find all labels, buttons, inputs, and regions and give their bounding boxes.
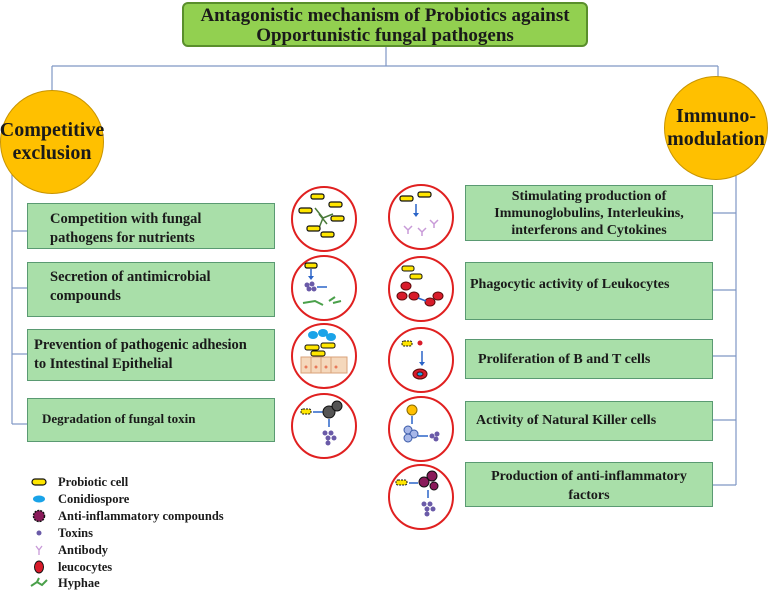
legend-label: Conidiospore xyxy=(58,492,130,506)
antimicrobial-secretion-illustration xyxy=(291,255,357,321)
right-item-box: Stimulating production of Immunoglobulin… xyxy=(465,185,713,241)
left-item-3-line-2: to Intestinal Epithelial xyxy=(34,356,173,372)
left-item-3-line-1: Prevention of pathogenic adhesion xyxy=(34,337,247,353)
toxin-degradation-illustration xyxy=(291,393,357,459)
competitive-label-line-1: Competitive xyxy=(0,119,105,141)
immunomodulation-node: Immuno- modulation xyxy=(664,76,768,180)
right-item-1-line-2: Immunoglobulins, Interleukins, xyxy=(494,206,684,221)
legend-label: Toxins xyxy=(58,526,93,540)
left-item-2-line-1: Secretion of antimicrobial xyxy=(50,269,211,285)
legend-label: Probiotic cell xyxy=(58,475,129,489)
immuno-label-line-1: Immuno- xyxy=(675,105,756,127)
legend-label: leucocytes xyxy=(58,560,113,574)
competitive-exclusion-node: Competitive exclusion xyxy=(0,90,104,194)
right-item-1-line-3: interferons and Cytokines xyxy=(511,223,667,238)
conidiospore-icon xyxy=(33,495,45,503)
left-item-box: Prevention of pathogenic adhesion to Int… xyxy=(27,329,275,381)
legend-label: Hyphae xyxy=(58,576,100,590)
left-item-4-line-1: Degradation of fungal toxin xyxy=(42,411,196,426)
right-item-box: Phagocytic activity of Leukocytes xyxy=(465,262,713,320)
diagram-title: Antagonistic mechanism of Probiotics aga… xyxy=(182,2,588,47)
lymphocyte-proliferation-illustration xyxy=(388,327,454,393)
hyphae-icon xyxy=(30,577,48,587)
right-item-1-line-1: Stimulating production of xyxy=(511,189,667,204)
natural-killer-illustration xyxy=(388,396,454,462)
right-item-box: Production of anti-inflammatory factors xyxy=(465,462,713,507)
right-item-box: Activity of Natural Killer cells xyxy=(465,401,713,441)
phagocytosis-illustration xyxy=(388,256,454,322)
legend-label: Anti-inflammatory compounds xyxy=(58,509,224,523)
right-item-5-line-2: factors xyxy=(568,488,610,503)
left-item-box: Secretion of antimicrobial compounds xyxy=(27,262,275,317)
adhesion-prevention-illustration xyxy=(291,323,357,389)
left-item-2-line-2: compounds xyxy=(50,288,121,304)
legend-label: Antibody xyxy=(58,543,109,557)
leucocyte-icon xyxy=(34,560,44,574)
left-item-box: Competition with fungal pathogens for nu… xyxy=(27,203,275,249)
anti-inflammatory-icon xyxy=(32,509,46,523)
nutrient-competition-illustration xyxy=(291,186,357,252)
title-line-2: Opportunistic fungal pathogens xyxy=(256,25,514,46)
left-item-1-line-1: Competition with fungal xyxy=(50,211,202,227)
immunoglobulin-production-illustration xyxy=(388,184,454,250)
right-item-4-line-1: Activity of Natural Killer cells xyxy=(476,413,657,428)
toxin-icon xyxy=(36,530,42,536)
competitive-label-line-2: exclusion xyxy=(12,142,92,164)
right-item-3-line-1: Proliferation of B and T cells xyxy=(478,352,651,367)
right-item-box: Proliferation of B and T cells xyxy=(465,339,713,379)
anti-inflammatory-production-illustration xyxy=(388,464,454,530)
probiotic-cell-icon xyxy=(31,478,47,486)
right-item-2-line-1: Phagocytic activity of Leukocytes xyxy=(470,277,670,292)
antibody-icon xyxy=(35,545,43,555)
left-item-1-line-2: pathogens for nutrients xyxy=(50,230,195,246)
immuno-label-line-2: modulation xyxy=(667,128,765,150)
left-item-box: Degradation of fungal toxin xyxy=(27,398,275,442)
title-line-1: Antagonistic mechanism of Probiotics aga… xyxy=(200,5,570,26)
right-item-5-line-1: Production of anti-inflammatory xyxy=(491,469,687,484)
